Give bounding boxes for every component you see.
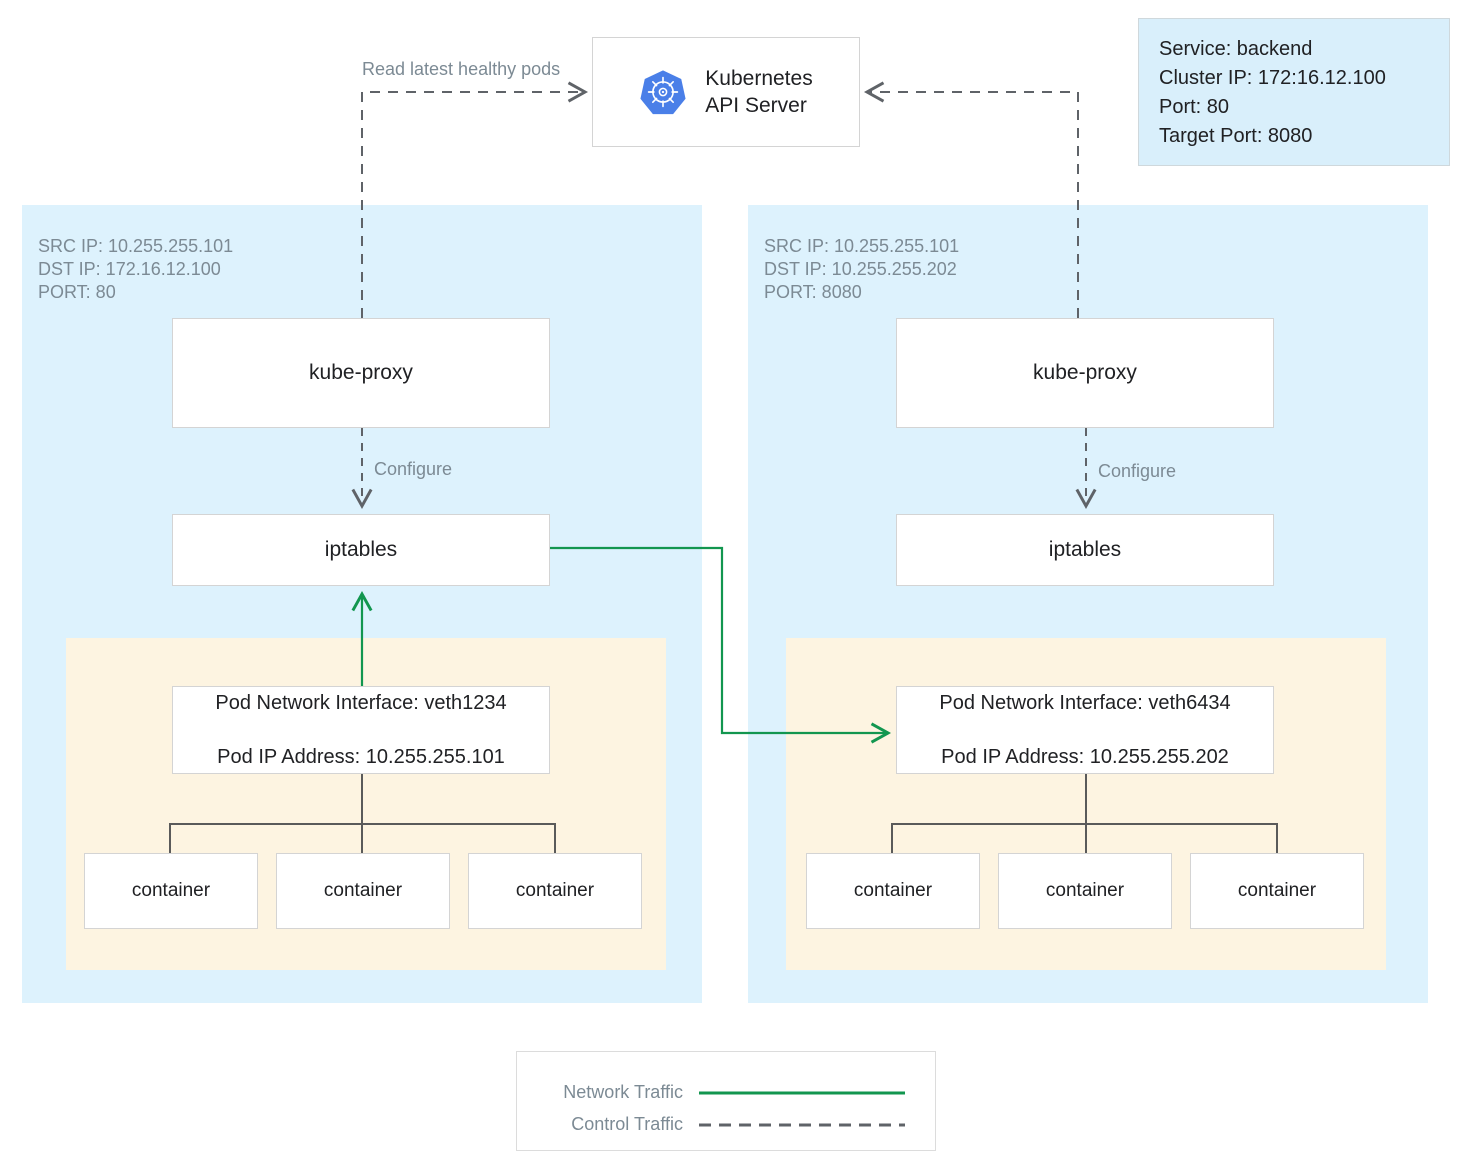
pod-ip-line: Pod IP Address: 10.255.255.202 [941, 745, 1229, 768]
api-server-title: Kubernetes API Server [705, 67, 813, 117]
kube-proxy-box-left: kube-proxy [172, 318, 550, 428]
edge-label-read-latest-healthy-pods: Read latest healthy pods [362, 59, 561, 79]
api-server-box: Kubernetes API Server [592, 37, 860, 147]
legend-swatch-network-traffic [699, 1086, 937, 1100]
node-meta-line: SRC IP: 10.255.255.101 [38, 236, 234, 256]
service-info-line: Target Port: 8080 [1159, 125, 1313, 147]
node-meta-line: DST IP: 172.16.12.100 [38, 259, 221, 279]
pod-interface-line: Pod Network Interface: veth6434 [939, 691, 1231, 714]
pod-interface-line: Pod Network Interface: veth1234 [215, 691, 507, 714]
container-box: container [468, 853, 642, 929]
legend-row-network-traffic: Network Traffic [517, 1082, 937, 1103]
node-meta-line: PORT: 8080 [764, 282, 862, 302]
service-info-line: Cluster IP: 172:16.12.100 [1159, 67, 1386, 89]
node-meta-line: SRC IP: 10.255.255.101 [764, 236, 960, 256]
service-info-box: Service: backend Cluster IP: 172:16.12.1… [1138, 18, 1450, 166]
pod-ip-line: Pod IP Address: 10.255.255.101 [217, 745, 505, 768]
container-box: container [1190, 853, 1364, 929]
service-info-line: Service: backend [1159, 38, 1313, 60]
node-meta-line: PORT: 80 [38, 282, 116, 302]
kube-proxy-box-right: kube-proxy [896, 318, 1274, 428]
iptables-box-right: iptables [896, 514, 1274, 586]
pod-network-interface-box-left: Pod Network Interface: veth1234 Pod IP A… [172, 686, 550, 774]
iptables-box-left: iptables [172, 514, 550, 586]
node-meta-left: SRC IP: 10.255.255.101 DST IP: 172.16.12… [38, 235, 233, 304]
legend-swatch-control-traffic [699, 1118, 937, 1132]
container-box: container [276, 853, 450, 929]
legend-label-control-traffic: Control Traffic [571, 1114, 683, 1134]
legend-box: Network Traffic Control Traffic [516, 1051, 936, 1151]
service-info-line: Port: 80 [1159, 96, 1230, 118]
kubernetes-logo-icon [640, 70, 686, 115]
node-meta-line: DST IP: 10.255.255.202 [764, 259, 957, 279]
edge-label-configure-left: Configure [374, 459, 453, 479]
edge-label-configure-right: Configure [1098, 461, 1177, 481]
container-box: container [998, 853, 1172, 929]
container-box: container [806, 853, 980, 929]
legend-row-control-traffic: Control Traffic [517, 1114, 937, 1135]
node-meta-right: SRC IP: 10.255.255.101 DST IP: 10.255.25… [764, 235, 959, 304]
legend-label-network-traffic: Network Traffic [563, 1082, 683, 1102]
container-box: container [84, 853, 258, 929]
pod-network-interface-box-right: Pod Network Interface: veth6434 Pod IP A… [896, 686, 1274, 774]
